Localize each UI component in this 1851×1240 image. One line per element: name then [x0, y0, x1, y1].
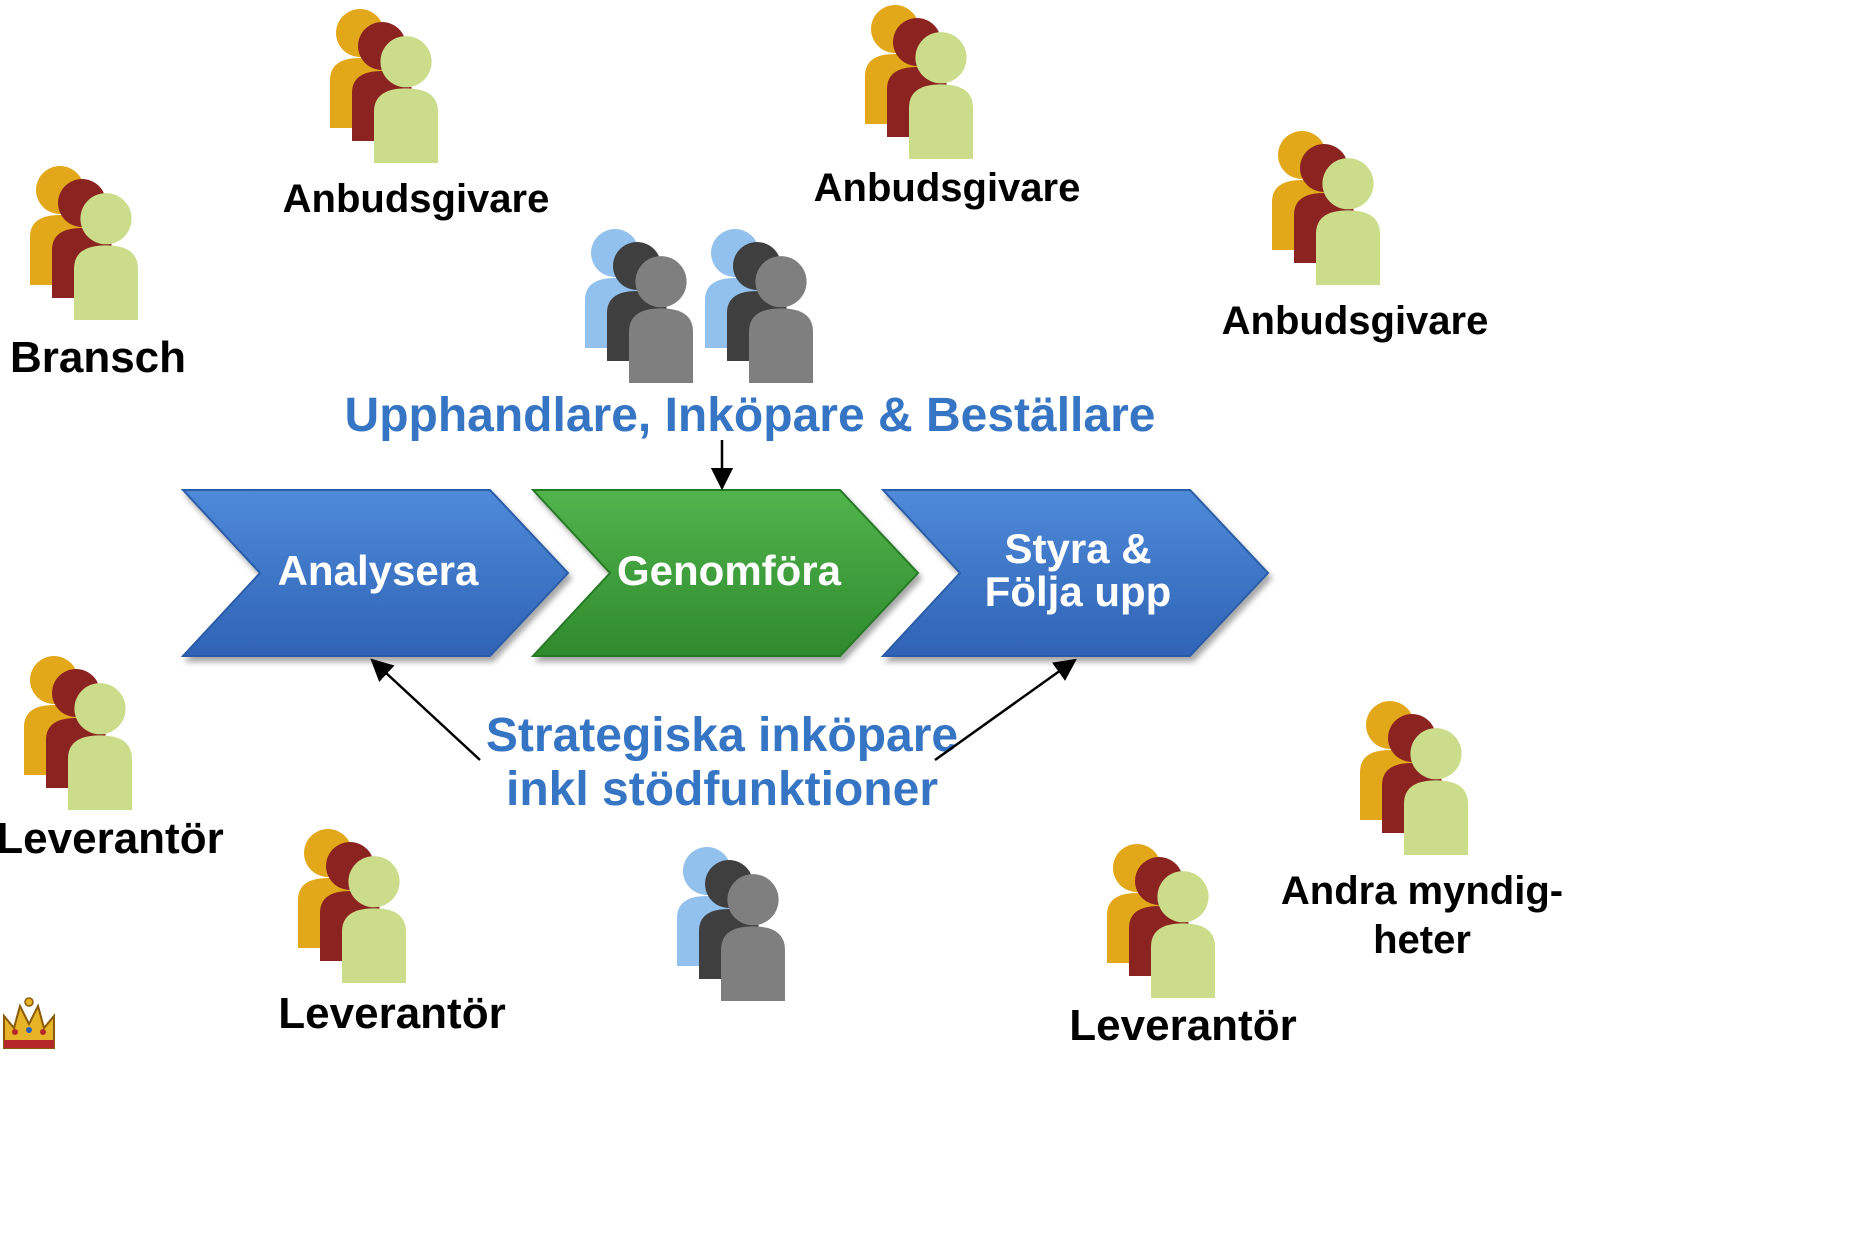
anbudsgivare-left-people-icon	[330, 9, 438, 163]
upphandlare-people-icon-2	[705, 229, 813, 383]
chevron-styra	[880, 489, 1270, 657]
leverantor-left-people-icon	[24, 656, 132, 810]
arrow-strategiska-to-analysera	[370, 658, 481, 761]
step-analysera-label: Analysera	[278, 547, 479, 594]
chevron-analysera	[180, 489, 570, 657]
arrow-strategiska-to-styra	[934, 658, 1077, 762]
andra-myndigheter-people-icon	[1360, 701, 1468, 855]
step-styra-label-line2: Följa upp	[985, 568, 1172, 615]
leverantor-bottom-left-people-icon	[298, 829, 406, 983]
chevron-genomfora	[530, 489, 920, 657]
upphandlare-people-icon-1	[585, 229, 693, 383]
anbudsgivare-center-people-icon	[865, 5, 973, 159]
bransch-people-icon	[30, 166, 138, 320]
leverantor-bottom-right-people-icon	[1107, 844, 1215, 998]
andra-myndigheter-label-line2: heter	[1373, 918, 1471, 962]
step-genomfora-label: Genomföra	[617, 547, 842, 594]
leverantor-bottom-left-label: Leverantör	[278, 989, 505, 1038]
andra-myndigheter-label-line1: Andra myndig-	[1281, 869, 1563, 913]
upphandlare-label: Upphandlare, Inköpare & Beställare	[345, 389, 1156, 442]
strategiska-label-line1: Strategiska inköpare	[486, 709, 958, 762]
leverantor-left-label: Leverantör	[0, 814, 224, 863]
leverantor-bottom-right-label: Leverantör	[1069, 1001, 1296, 1050]
anbudsgivare-left-label: Anbudsgivare	[283, 177, 550, 221]
anbudsgivare-right-people-icon	[1272, 131, 1380, 285]
anbudsgivare-right-label: Anbudsgivare	[1222, 299, 1489, 343]
step-styra-label-line1: Styra &	[1004, 525, 1151, 572]
bransch-label: Bransch	[10, 333, 186, 382]
process-chevrons	[180, 489, 1270, 657]
anbudsgivare-center-label: Anbudsgivare	[814, 166, 1081, 210]
strategiska-label-line2: inkl stödfunktioner	[506, 763, 938, 816]
crown-logo	[3, 997, 55, 1049]
strategiska-people-icon	[677, 847, 785, 1001]
